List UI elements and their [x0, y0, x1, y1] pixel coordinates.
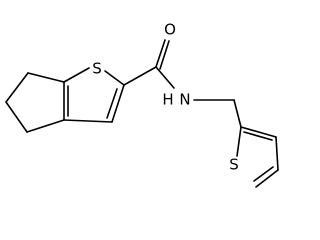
bond — [123, 66, 157, 86]
atom-label-hydrogen: H — [162, 91, 173, 109]
atom-label-nitrogen: N — [179, 91, 190, 109]
atom-label-sulfur: S — [92, 60, 102, 78]
bond — [155, 66, 175, 89]
bond — [236, 126, 242, 157]
bond — [106, 88, 118, 119]
bond — [243, 131, 273, 141]
atom-label-oxygen: O — [164, 21, 176, 39]
bond-lines — [5, 39, 279, 188]
bond — [255, 169, 279, 188]
bond — [26, 119, 65, 133]
bond — [240, 126, 277, 138]
bond — [155, 39, 166, 68]
bond — [275, 136, 279, 171]
bond — [104, 70, 125, 86]
bond — [63, 119, 113, 123]
bond — [63, 67, 90, 83]
atom-label-sulfur-2: S — [229, 156, 239, 174]
bond — [111, 84, 125, 123]
bond — [27, 72, 65, 83]
bond — [159, 40, 170, 70]
bond — [253, 166, 274, 182]
bond — [5, 72, 29, 103]
molecule-structure-diagram: S O N H S — [5, 21, 279, 188]
bond — [5, 101, 28, 133]
bond — [233, 99, 242, 128]
